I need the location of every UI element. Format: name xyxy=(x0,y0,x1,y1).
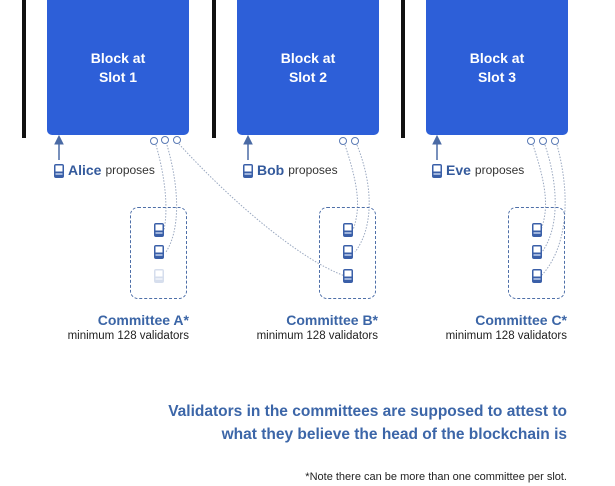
chain-divider xyxy=(22,0,26,138)
block-slot: Slot 1 xyxy=(98,68,138,85)
committee-subtitle: minimum 128 validators xyxy=(67,330,189,342)
chain-divider xyxy=(212,0,216,138)
committee-c-label: Committee C* minimum 128 validators xyxy=(387,312,567,342)
block-slot-3: Block at Slot 3 xyxy=(426,0,568,135)
block-label: Block at xyxy=(469,49,525,66)
block-slot: Slot 3 xyxy=(477,68,517,85)
attestation-circles xyxy=(150,136,559,145)
block-slot-1: Block at Slot 1 xyxy=(47,0,189,135)
committee-title: Committee A* xyxy=(97,312,189,328)
headline: Validators in the committees are suppose… xyxy=(168,400,567,446)
committee-title: Committee C* xyxy=(475,312,567,328)
block-label: Block at xyxy=(280,49,336,66)
proposer-verb: proposes xyxy=(474,163,525,177)
headline-line-1: Validators in the committees are suppose… xyxy=(168,403,567,420)
committee-a-label: Committee A* minimum 128 validators xyxy=(9,312,189,342)
proposer-arrows xyxy=(54,134,442,160)
committee-b-box xyxy=(319,207,376,299)
proposer-name: Alice xyxy=(68,162,102,178)
headline-line-2: what they believe the head of the blockc… xyxy=(221,426,567,443)
committee-subtitle: minimum 128 validators xyxy=(445,330,567,342)
block-slot-2: Block at Slot 2 xyxy=(237,0,379,135)
committee-title: Committee B* xyxy=(286,312,378,328)
proposer-verb: proposes xyxy=(105,163,155,177)
chain-divider xyxy=(401,0,405,138)
proposer-name: Eve xyxy=(446,162,471,178)
committee-b-label: Committee B* minimum 128 validators xyxy=(198,312,378,342)
committee-a-box xyxy=(130,207,187,299)
block-slot: Slot 2 xyxy=(288,68,328,85)
committee-c-box xyxy=(508,207,565,299)
footnote: *Note there can be more than one committ… xyxy=(305,471,567,483)
block-label: Block at xyxy=(90,49,146,66)
committee-subtitle: minimum 128 validators xyxy=(256,330,378,342)
proposer-name: Bob xyxy=(257,162,285,178)
proposer-verb: proposes xyxy=(288,163,338,177)
